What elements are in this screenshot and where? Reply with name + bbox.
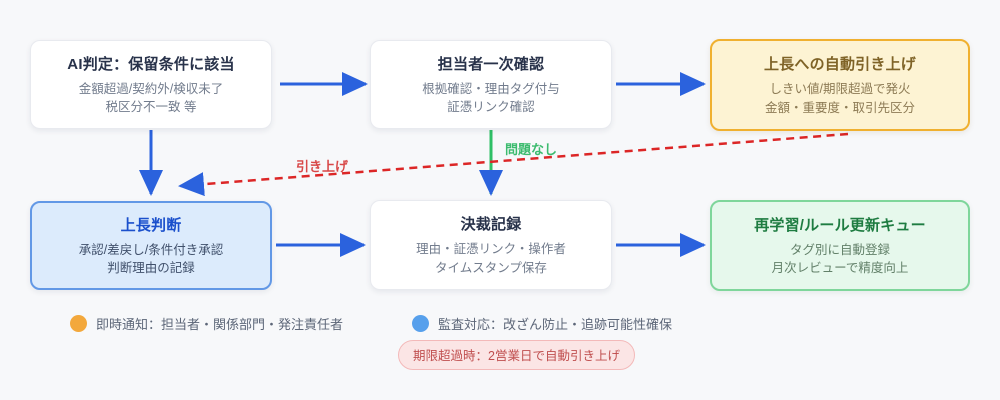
node-body-line: しきい値/期限超過で発火 bbox=[769, 82, 911, 97]
edge-label-escalation: 引き上げ bbox=[296, 159, 349, 174]
node-title: 上長判断 bbox=[120, 216, 182, 234]
legend-text: 即時通知：担当者・関係部門・発注責任者 bbox=[96, 317, 344, 332]
node-body-line: 金額超過/契約外/検収未了 bbox=[78, 81, 224, 96]
legend-item-audit: 監査対応：改ざん防止・追跡可能性確保 bbox=[412, 314, 672, 333]
node-body: タグ別に自動登録 月次レビューで精度向上 bbox=[772, 241, 909, 277]
node-body-line: 根拠確認・理由タグ付与 bbox=[422, 81, 560, 96]
node-body-line: 判断理由の記録 bbox=[107, 261, 195, 275]
node-title: 上長への自動引き上げ bbox=[763, 56, 916, 74]
orange-dot-icon bbox=[70, 315, 87, 332]
blue-dot-icon bbox=[412, 315, 429, 332]
node-body: しきい値/期限超過で発火 金額・重要度・取引先区分 bbox=[765, 80, 915, 116]
node-first-check: 担当者一次確認 根拠確認・理由タグ付与 証憑リンク確認 bbox=[370, 40, 612, 129]
node-title: AI判定：保留条件に該当 bbox=[67, 55, 235, 73]
node-body-line: 承認/差戻し/条件付き承認 bbox=[78, 242, 224, 257]
node-title: 担当者一次確認 bbox=[437, 55, 545, 73]
node-ai-judgement: AI判定：保留条件に該当 金額超過/契約外/検収未了 税区分不一致 等 bbox=[30, 40, 272, 129]
node-body: 承認/差戻し/条件付き承認 判断理由の記録 bbox=[79, 241, 223, 277]
node-body-line: 理由・証憑リンク・操作者 bbox=[416, 242, 566, 257]
deadline-note-badge: 期限超過時：2営業日で自動引き上げ bbox=[398, 340, 635, 370]
legend-item-instant-notify: 即時通知：担当者・関係部門・発注責任者 bbox=[70, 314, 343, 333]
node-body-line: 金額・重要度・取引先区分 bbox=[764, 100, 915, 115]
node-body-line: タグ別に自動登録 bbox=[789, 242, 890, 257]
node-body-line: 税区分不一致 等 bbox=[105, 100, 197, 114]
node-auto-escalation: 上長への自動引き上げ しきい値/期限超過で発火 金額・重要度・取引先区分 bbox=[710, 39, 970, 131]
node-relearn-queue: 再学習/ルール更新キュー タグ別に自動登録 月次レビューで精度向上 bbox=[710, 200, 970, 291]
node-body: 金額超過/契約外/検収未了 税区分不一致 等 bbox=[79, 80, 223, 116]
node-body: 理由・証憑リンク・操作者 タイムスタンプ保存 bbox=[416, 240, 566, 276]
node-body-line: タイムスタンプ保存 bbox=[435, 260, 547, 275]
node-manager-judge: 上長判断 承認/差戻し/条件付き承認 判断理由の記録 bbox=[30, 201, 272, 290]
node-body-line: 月次レビューで精度向上 bbox=[771, 261, 909, 275]
node-title: 決裁記録 bbox=[460, 216, 522, 234]
node-body-line: 証憑リンク確認 bbox=[447, 100, 535, 114]
legend-text: 監査対応：改ざん防止・追跡可能性確保 bbox=[438, 317, 673, 332]
node-title: 再学習/ルール更新キュー bbox=[754, 216, 926, 234]
node-body: 根拠確認・理由タグ付与 証憑リンク確認 bbox=[422, 80, 560, 116]
edge-label-no-problem: 問題なし bbox=[505, 142, 558, 157]
node-decision-record: 決裁記録 理由・証憑リンク・操作者 タイムスタンプ保存 bbox=[370, 200, 612, 290]
